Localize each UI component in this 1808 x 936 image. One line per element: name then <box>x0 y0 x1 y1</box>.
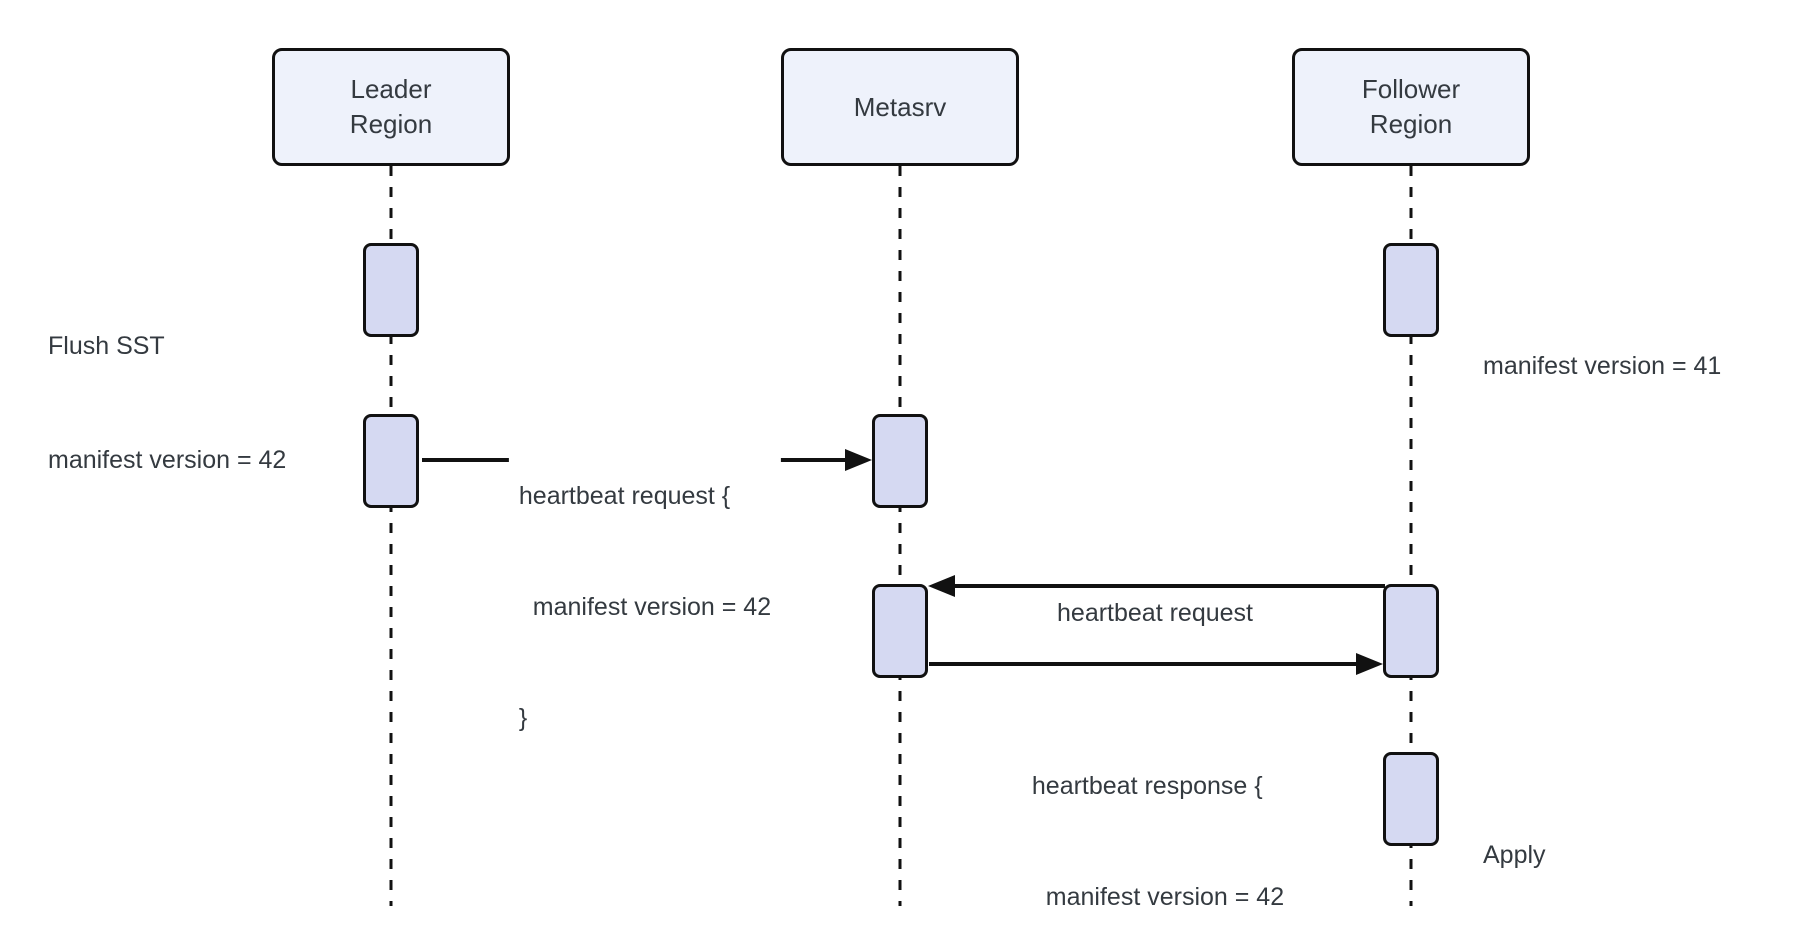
message-leader-hb-line2: manifest version = 42 <box>518 593 772 621</box>
message-hb-response-line1: heartbeat response { <box>1031 772 1263 800</box>
message-follower-hb-line1: heartbeat request <box>1057 599 1253 627</box>
actor-metasrv: Metasrv <box>781 48 1019 166</box>
note-flush-line1: Flush SST <box>48 332 165 360</box>
message-leader-hb-line3: } <box>518 704 528 732</box>
note-follower-manifest-41: manifest version = 41 <box>1483 271 1721 461</box>
message-heartbeat-response: heartbeat response { manifest version = … <box>1032 694 1284 936</box>
actor-follower-label-line1: Follower <box>1361 74 1461 104</box>
actor-metasrv-label: Metasrv <box>853 91 947 122</box>
activation-metasrv-leader-hb <box>872 414 928 508</box>
note-apply-line1: Apply <box>1483 841 1546 869</box>
arrowhead-left-metasrv <box>928 575 955 597</box>
message-leader-hb-line1: heartbeat request { <box>518 482 731 510</box>
activation-leader-heartbeat <box>363 414 419 508</box>
message-follower-heartbeat-request: heartbeat request <box>1057 521 1253 706</box>
arrowhead-right-metasrv <box>845 449 872 471</box>
message-leader-heartbeat-request: heartbeat request { manifest version = 4… <box>508 404 782 811</box>
note-follower-state-line1: manifest version = 41 <box>1483 352 1722 380</box>
arrowhead-right-follower <box>1356 653 1383 675</box>
note-apply: Apply manifest version = 42 <box>1483 760 1721 936</box>
actor-follower-region: Follower Region <box>1292 48 1530 166</box>
actor-leader-label-line2: Region <box>349 109 433 139</box>
note-flush-sst: Flush SST manifest version = 42 <box>48 251 286 555</box>
actor-follower-label-line2: Region <box>1369 109 1453 139</box>
activation-follower-state <box>1383 243 1439 337</box>
activation-follower-heartbeat <box>1383 584 1439 678</box>
note-flush-line2: manifest version = 42 <box>48 446 287 474</box>
activation-leader-flush <box>363 243 419 337</box>
activation-metasrv-follower-hb <box>872 584 928 678</box>
actor-leader-label-line1: Leader <box>350 74 432 104</box>
message-hb-response-line2: manifest version = 42 <box>1031 883 1285 911</box>
actor-leader-region: Leader Region <box>272 48 510 166</box>
activation-follower-apply <box>1383 752 1439 846</box>
